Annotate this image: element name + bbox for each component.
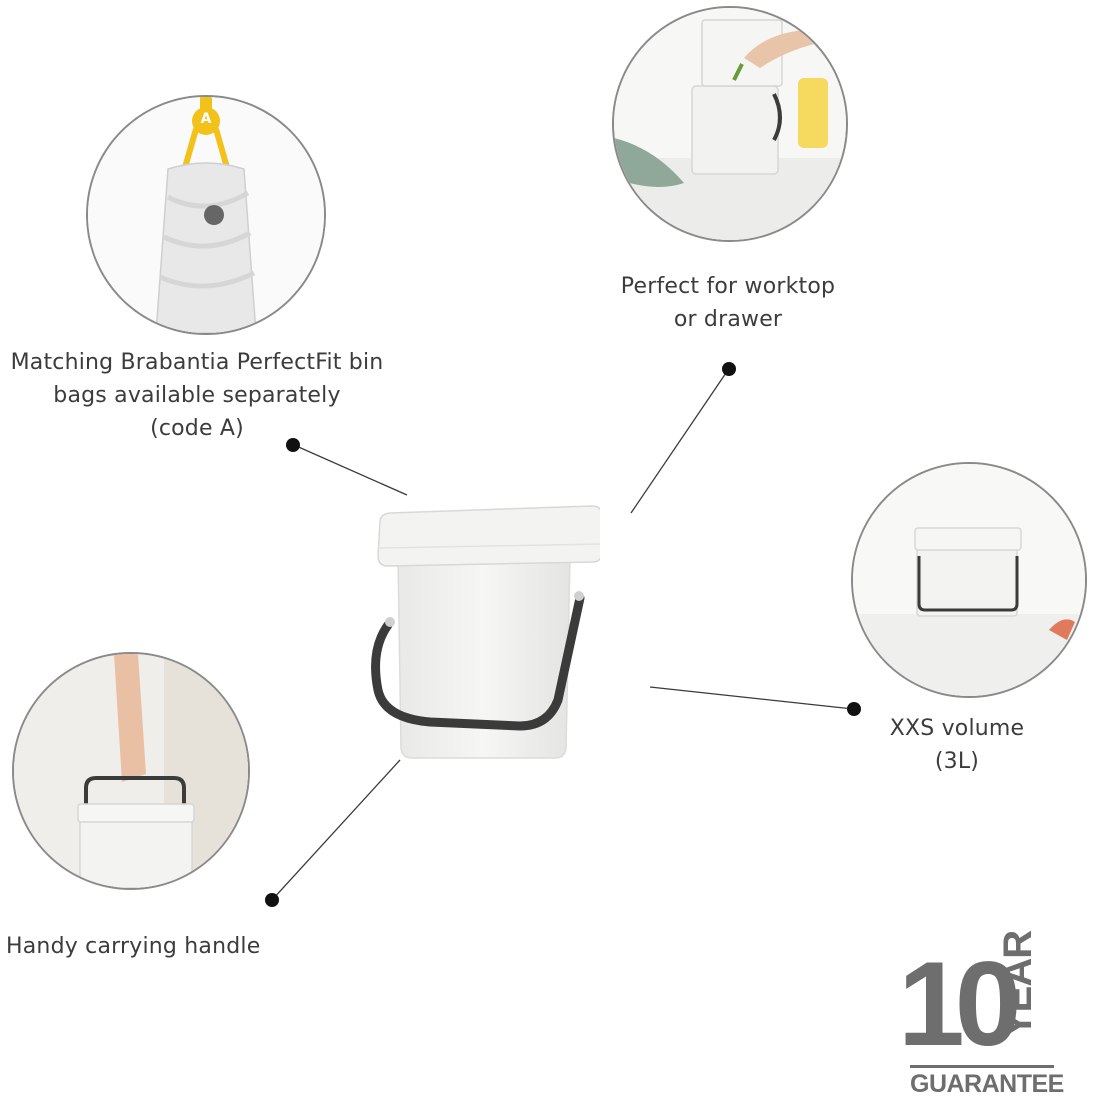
- worktop-caption-line-1: Perfect for worktop: [620, 274, 836, 299]
- guarantee-unit: YEAR: [996, 930, 1040, 1038]
- volume-caption-line-2: (3L): [934, 749, 980, 774]
- volume-photo: [851, 462, 1087, 698]
- bags-caption: Matching Brabantia PerfectFit bin bags a…: [0, 346, 394, 445]
- dot-worktop: [722, 362, 736, 376]
- volume-caption-line-1: XXS volume: [889, 716, 1025, 741]
- handle-caption: Handy carrying handle: [6, 930, 261, 963]
- guarantee-badge: 10 YEAR GUARANTEE: [898, 931, 1064, 1098]
- handle-photo: [12, 652, 250, 890]
- dot-handle: [265, 893, 279, 907]
- dot-bags: [286, 438, 300, 452]
- dot-volume: [847, 702, 861, 716]
- code-badge: A: [200, 111, 212, 127]
- connector-bags: [293, 444, 408, 496]
- bags-caption-line-3: (code A): [150, 416, 244, 441]
- bags-caption-line-1: Matching Brabantia PerfectFit bin: [10, 350, 384, 375]
- connector-worktop: [630, 369, 729, 514]
- small-bin-icon: [853, 464, 1085, 696]
- product-bin: [360, 500, 603, 770]
- guarantee-divider: [910, 1065, 1054, 1068]
- carrying-handle-icon: [14, 654, 248, 888]
- waste-bin-icon: [371, 505, 603, 759]
- worktop-photo: [612, 6, 848, 242]
- connector-volume: [649, 686, 854, 710]
- bags-caption-line-2: bags available separately: [53, 383, 341, 408]
- bin-bag-icon: [88, 97, 324, 333]
- guarantee-word: GUARANTEE: [910, 1070, 1064, 1098]
- volume-caption: XXS volume (3L): [842, 712, 1072, 778]
- bags-photo: A: [86, 95, 326, 335]
- worktop-caption: Perfect for worktop or drawer: [578, 270, 878, 336]
- worktop-bin-icon: [614, 8, 846, 240]
- connector-handle: [271, 759, 401, 901]
- worktop-caption-line-2: or drawer: [673, 307, 783, 332]
- guarantee-number: 10: [898, 937, 1022, 1071]
- hook-badge-shape: [192, 107, 220, 135]
- handle-caption-line-1: Handy carrying handle: [6, 934, 261, 959]
